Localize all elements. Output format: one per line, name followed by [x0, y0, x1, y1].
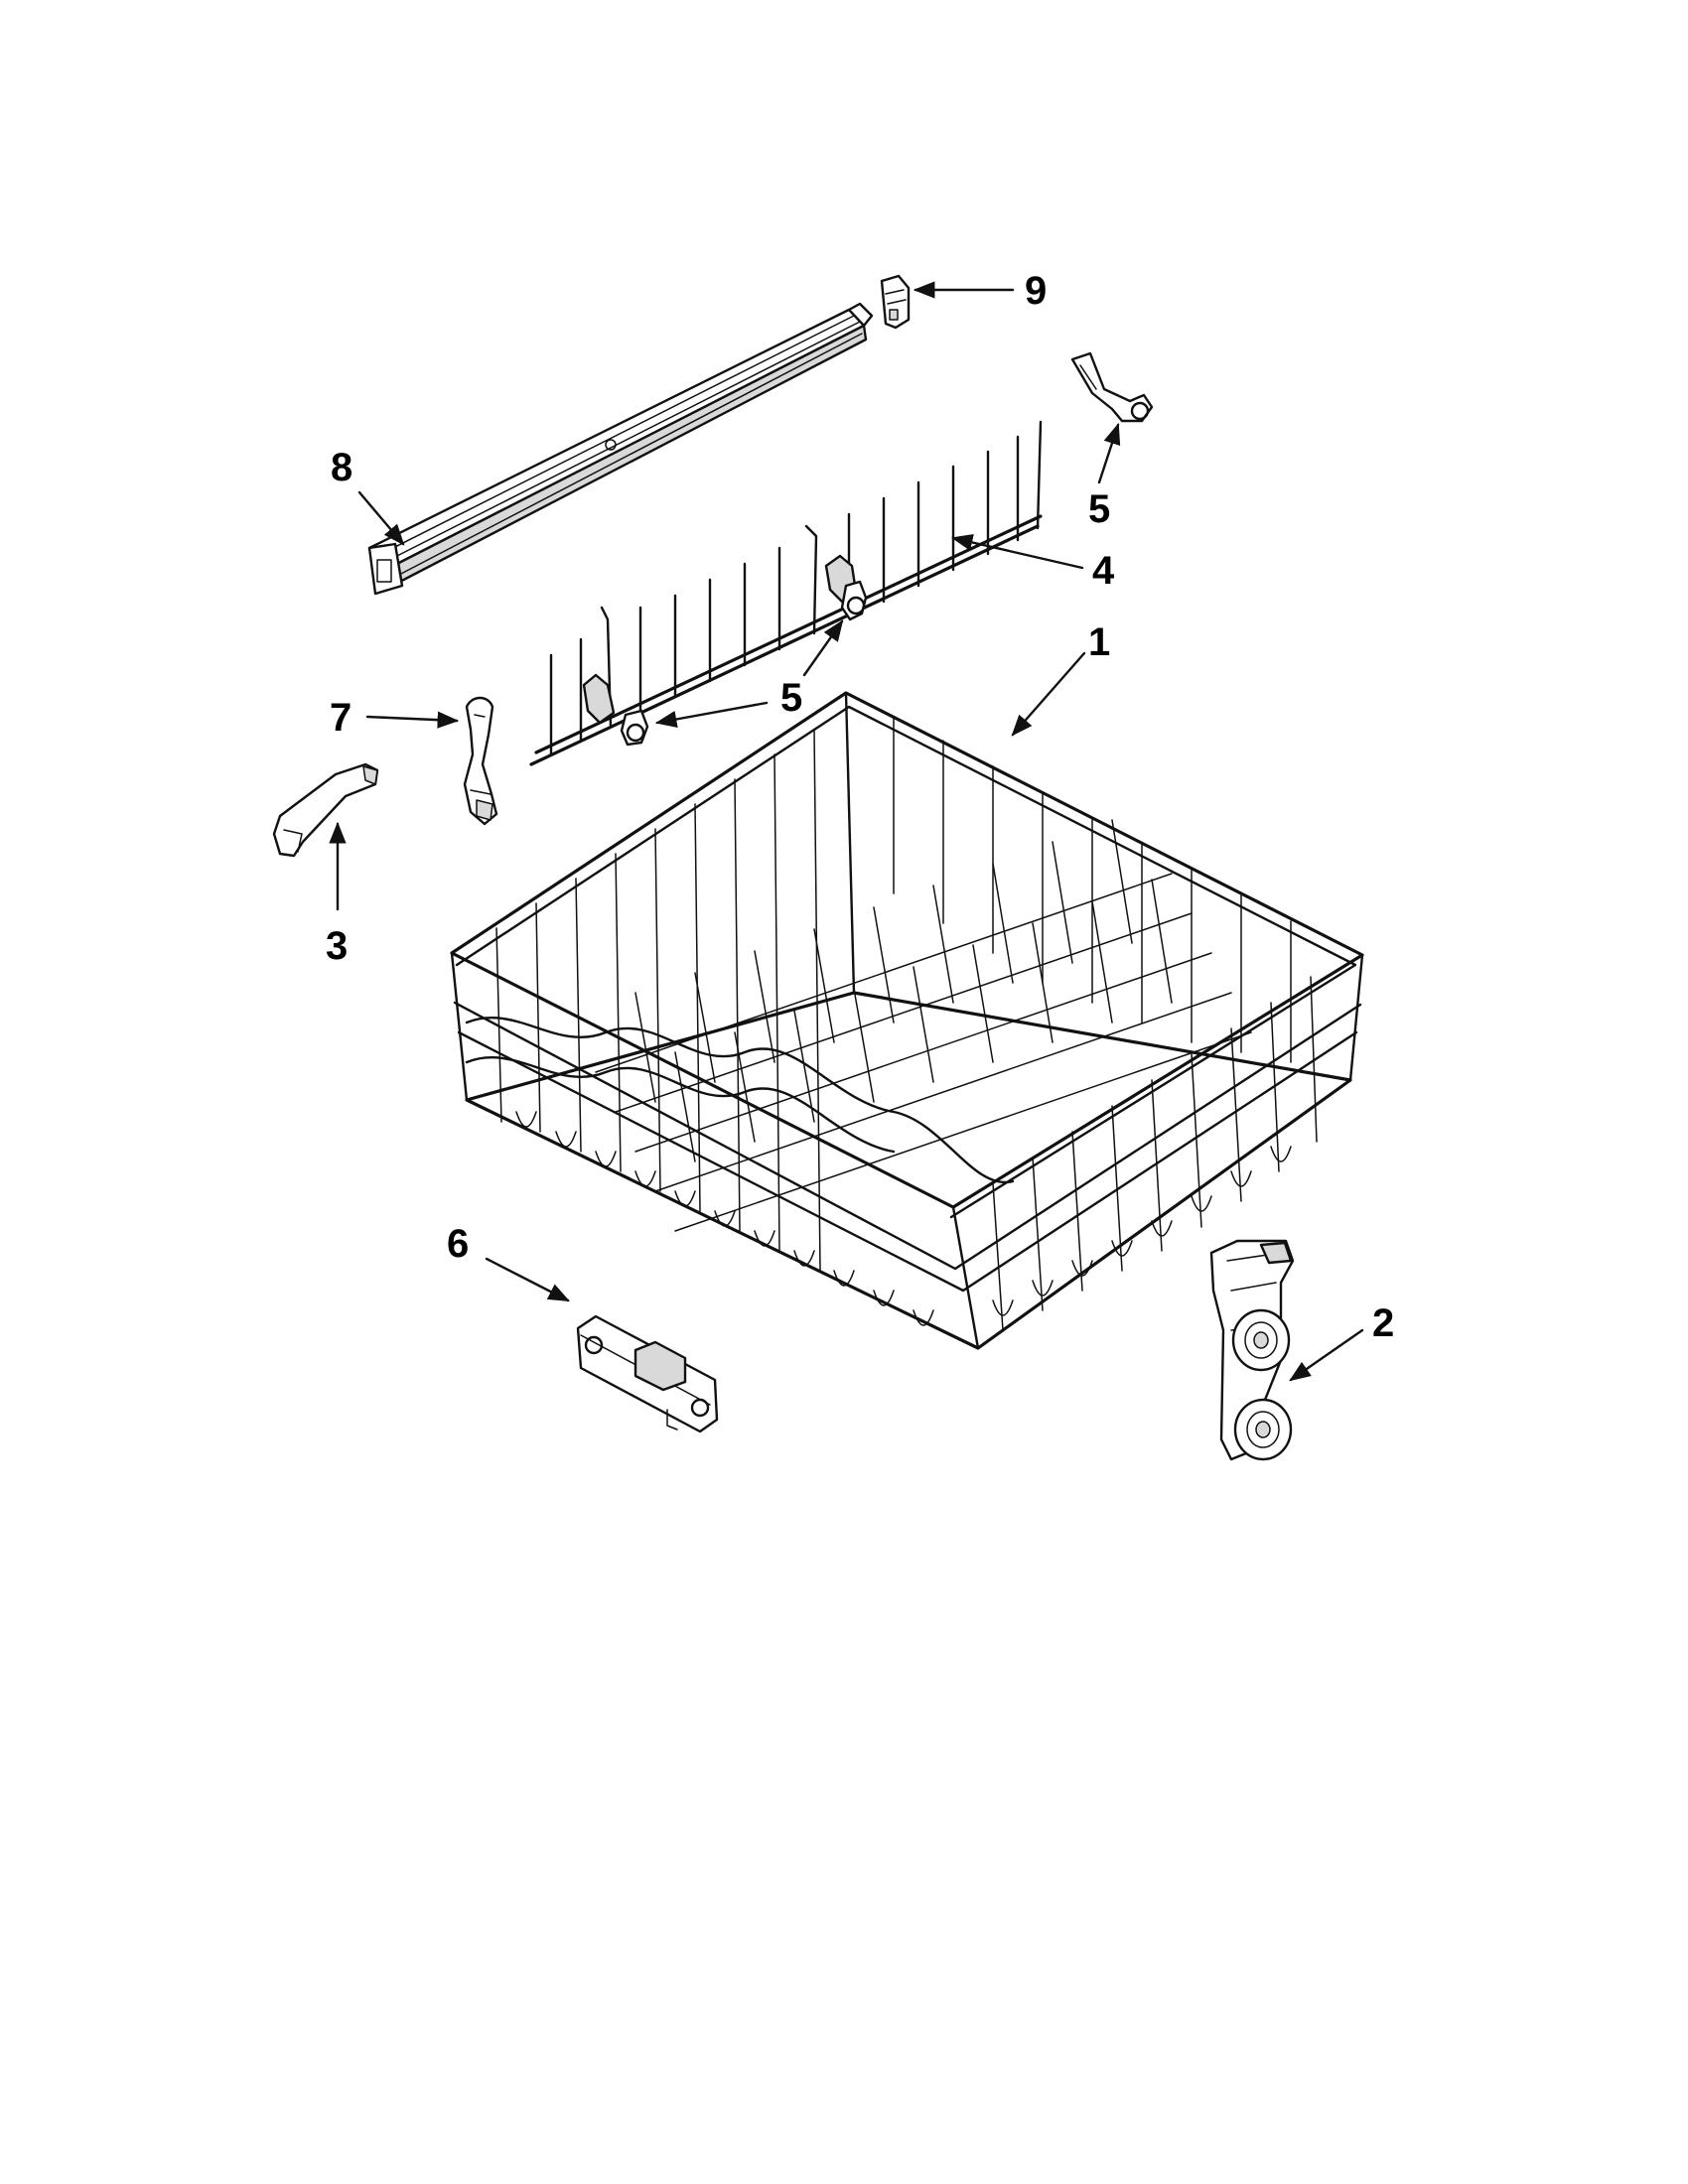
- callout-labels: 9 8 5 4 1 5 7 3 6 2: [326, 269, 1394, 1345]
- part-rail-end-block: [576, 1314, 719, 1433]
- leader-1: [1011, 651, 1086, 737]
- leader-5b: [802, 619, 844, 677]
- callout-4: 4: [1092, 549, 1115, 593]
- part-hinge-clip-upper-right: [1070, 351, 1154, 423]
- callout-8: 8: [331, 446, 352, 489]
- callout-3: 3: [326, 924, 348, 968]
- callout-6: 6: [447, 1222, 469, 1266]
- callout-9: 9: [1025, 269, 1047, 313]
- callout-5-upper: 5: [1088, 487, 1110, 531]
- callout-5-lower: 5: [780, 676, 802, 720]
- part-lever-clip: [463, 696, 498, 826]
- callout-1: 1: [1088, 620, 1110, 664]
- leader-lines: [329, 281, 1364, 1382]
- leader-2: [1289, 1328, 1364, 1382]
- part-wheel-assembly: [1209, 1239, 1295, 1461]
- part-hinge-clip-middle: [840, 580, 868, 621]
- part-stop-clip: [880, 274, 911, 330]
- leader-4: [950, 533, 1084, 570]
- leader-5a: [1097, 422, 1121, 484]
- leader-8: [357, 490, 405, 546]
- part-bracket: [272, 762, 379, 858]
- part-hinge-clip-left: [620, 709, 649, 747]
- part-rail: [367, 302, 874, 596]
- leader-6: [485, 1257, 570, 1302]
- part-upper-rack: [450, 691, 1364, 1350]
- callout-7: 7: [330, 696, 352, 740]
- leader-5c: [654, 701, 769, 729]
- callout-2: 2: [1372, 1301, 1394, 1345]
- leader-7: [365, 711, 460, 729]
